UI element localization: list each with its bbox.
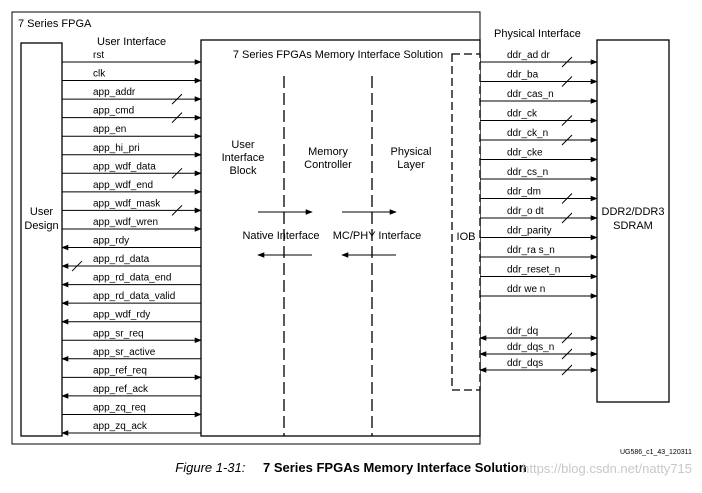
user-interface-label: User Interface (97, 36, 166, 48)
mc-phy-interface-label: MC/PHY Interface (333, 230, 421, 242)
signal-label: app_rd_data_end (93, 273, 171, 284)
bus-slash (171, 93, 183, 105)
signal-label: app_en (93, 124, 126, 135)
signal-label: ddr_dq (507, 326, 538, 337)
bus-slash (561, 115, 573, 126)
signal-label: app_wdf_end (93, 180, 153, 191)
signal-label: ddr_o dt (507, 206, 544, 217)
phy-label-line1: Physical (391, 146, 432, 158)
physical-interface-label: Physical Interface (494, 28, 581, 40)
watermark: https://blog.csdn.net/natty715 (522, 461, 692, 476)
figure-number: Figure 1-31: (175, 460, 246, 475)
bus-slash (171, 205, 183, 216)
bus-slash (171, 112, 183, 124)
signal-label: ddr_ad dr (507, 50, 550, 61)
signal-label: app_wdf_wren (93, 217, 158, 228)
figure-caption: Figure 1-31: 7 Series FPGAs Memory Inter… (0, 460, 702, 475)
signal-label: ddr_cas_n (507, 89, 554, 100)
user-design-label-line1: User (30, 206, 54, 218)
signal-label: app_rd_data (93, 254, 150, 265)
signal-label: app_sr_req (93, 328, 144, 339)
mc-label-line2: Controller (304, 159, 352, 171)
signal-label: rst (93, 50, 104, 61)
signal-label: ddr_dqs_n (507, 342, 554, 353)
sdram-label-line2: SDRAM (613, 220, 653, 232)
iob-label: IOB (457, 231, 476, 243)
signal-label: app_ref_ack (93, 384, 149, 395)
phy-signal-group: ddr_ad dr ddr_ba ddr_cas_n ddr_ck ddr_ck_ndd… (479, 50, 598, 376)
uib-label-line2: Interface (222, 152, 265, 164)
uib-label-line1: User (231, 139, 255, 151)
bus-slash (561, 193, 573, 204)
iob-block (451, 53, 481, 391)
signal-label: app_rd_data_valid (93, 291, 175, 302)
signal-label: app_addr (93, 87, 136, 98)
signal-label: ddr_dm (507, 187, 541, 198)
signal-label: ddr_reset_n (507, 265, 560, 276)
bus-slash (561, 364, 573, 376)
signal-label: app_wdf_data (93, 161, 156, 172)
signal-label: app_rdy (93, 236, 129, 247)
sdram-block (596, 39, 670, 403)
signal-label: app_zq_ack (93, 421, 148, 432)
phy-label-line2: Layer (397, 159, 425, 171)
fpga-label: 7 Series FPGA (18, 18, 92, 30)
bus-slash (561, 212, 573, 224)
signal-label: app_ref_req (93, 365, 147, 376)
figure-title: 7 Series FPGAs Memory Interface Solution (263, 460, 527, 475)
signal-label: app_cmd (93, 106, 134, 117)
signal-label: ddr_dqs (507, 358, 543, 369)
signal-label: ddr_cke (507, 148, 543, 159)
signal-label: ddr we n (507, 284, 545, 295)
bus-slash (561, 332, 573, 344)
user-signal-group: rst clk app_addr app_cmd app_en app_hi_priapp… (61, 50, 202, 436)
doc-id-label: UG586_c1_43_120311 (620, 449, 692, 456)
bus-slash (561, 134, 573, 146)
signal-label: ddr_parity (507, 226, 551, 237)
sdram-label-line1: DDR2/DDR3 (602, 206, 665, 218)
signal-label: clk (93, 69, 106, 80)
signal-label: app_zq_req (93, 402, 146, 413)
uib-label-line3: Block (230, 165, 257, 177)
mis-block (200, 39, 481, 437)
bus-slash (561, 76, 573, 87)
signal-label: ddr_ck (507, 109, 538, 120)
bus-slash (171, 167, 183, 179)
signal-label: ddr_cs_n (507, 167, 548, 178)
bus-slash (561, 56, 573, 68)
signal-label: ddr_ck_n (507, 128, 548, 139)
signal-label: ddr_ba (507, 70, 539, 81)
user-design-block (20, 42, 63, 437)
signal-label: app_sr_active (93, 347, 156, 358)
mc-label-line1: Memory (308, 146, 348, 158)
bus-slash (71, 260, 83, 272)
user-design-label-line2: Design (24, 220, 58, 232)
signal-label: app_wdf_mask (93, 198, 161, 209)
native-interface-label: Native Interface (242, 230, 319, 242)
signal-label: ddr_ra s_n (507, 245, 555, 256)
bus-slash (561, 348, 573, 360)
mis-title: 7 Series FPGAs Memory Interface Solution (233, 49, 443, 61)
signal-label: app_hi_pri (93, 143, 140, 154)
signal-label: app_wdf_rdy (93, 310, 150, 321)
